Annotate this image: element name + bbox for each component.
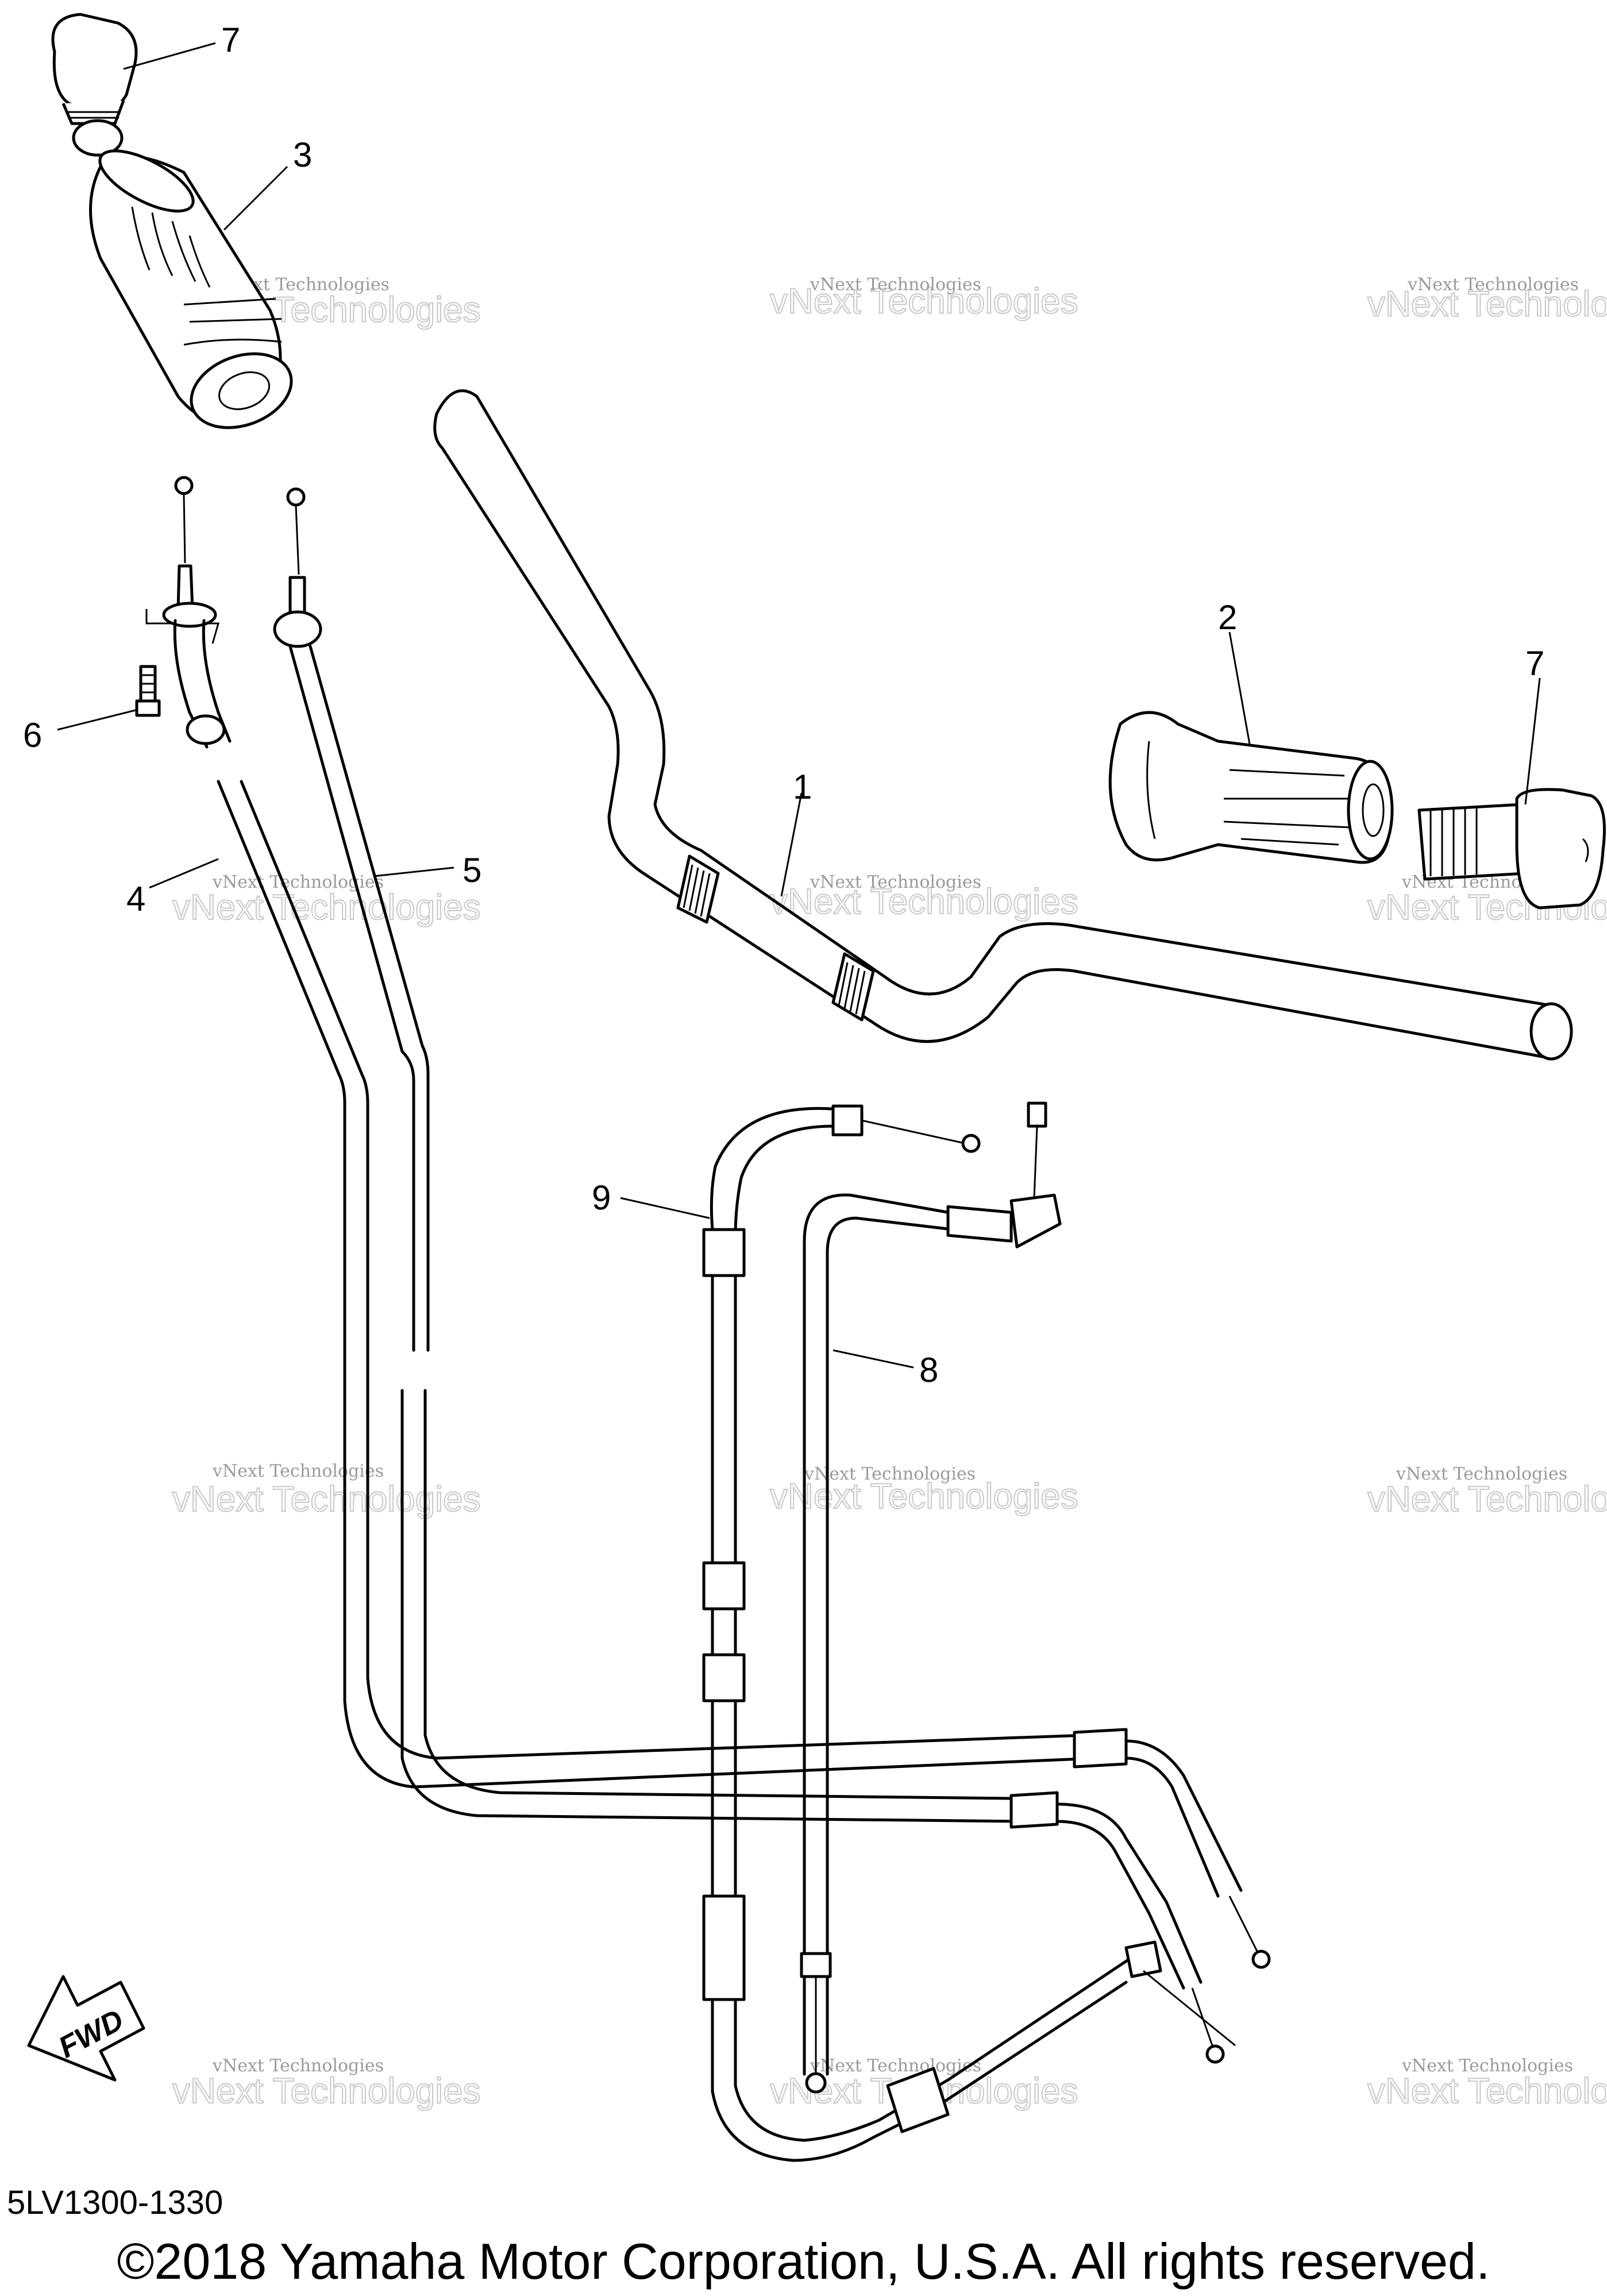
svg-text:7: 7 xyxy=(221,21,240,59)
cable-8[interactable] xyxy=(800,1101,1062,2094)
svg-text:vNext Technologies: vNext Technologies xyxy=(172,888,481,927)
callout-1: 1 xyxy=(780,768,812,897)
grip-end-weight-left[interactable] xyxy=(51,13,138,157)
svg-text:vNext Technologies: vNext Technologies xyxy=(810,872,981,892)
svg-text:vNext Technologies: vNext Technologies xyxy=(172,2071,481,2111)
svg-text:vNext Technologies: vNext Technologies xyxy=(770,882,1078,922)
handlebar[interactable] xyxy=(433,389,1573,1061)
svg-text:vNext Technologies: vNext Technologies xyxy=(1367,284,1607,324)
callout-6: 6 xyxy=(23,708,138,754)
svg-text:5: 5 xyxy=(463,851,481,889)
handlebar-knurl-band xyxy=(676,854,720,924)
throttle-grip[interactable] xyxy=(89,139,302,441)
svg-text:4: 4 xyxy=(126,880,145,918)
svg-text:3: 3 xyxy=(293,136,312,174)
svg-text:vNext Technologies: vNext Technologies xyxy=(1367,2071,1607,2111)
callout-3: 3 xyxy=(223,136,312,231)
callout-2: 2 xyxy=(1218,598,1251,745)
callout-5: 5 xyxy=(373,851,481,889)
svg-text:1: 1 xyxy=(793,768,812,806)
watermark: vNext Technologies vNext Technologies xyxy=(1367,275,1607,325)
svg-text:vNext Technologies: vNext Technologies xyxy=(1367,1480,1607,1519)
fwd-arrow: FWD xyxy=(27,1975,145,2082)
reference-code: 5LV1300-1330 xyxy=(7,2184,223,2221)
watermark: vNext Technologies vNext Technologies xyxy=(769,872,1079,922)
watermark: vNext Technologies vNext Technologies xyxy=(769,275,1079,322)
svg-text:7: 7 xyxy=(1525,644,1544,683)
clutch-cable[interactable] xyxy=(702,1104,1236,2162)
right-grip[interactable] xyxy=(1108,711,1394,864)
svg-text:vNext Technologies: vNext Technologies xyxy=(810,2056,981,2076)
callout-9: 9 xyxy=(592,1178,710,1219)
watermark: vNext Technologies vNext Technologies xyxy=(172,2056,481,2112)
svg-text:vNext Technologies: vNext Technologies xyxy=(212,2056,384,2076)
svg-text:2: 2 xyxy=(1218,598,1237,637)
svg-text:vNext Technologies: vNext Technologies xyxy=(1407,275,1579,295)
throttle-cable-pull[interactable] xyxy=(162,476,1271,1969)
watermark-layer: vNext Technologies vNext Technologies vN… xyxy=(172,275,1607,2112)
callout-7-left: 7 xyxy=(123,21,240,70)
watermark: vNext Technologies vNext Technologies xyxy=(1367,1464,1607,1520)
handlebar-knurl-band xyxy=(831,952,875,1022)
watermark: vNext Technologies vNext Technologies xyxy=(172,872,481,928)
svg-text:vNext Technologies: vNext Technologies xyxy=(770,1477,1078,1516)
svg-text:vNext Technologies: vNext Technologies xyxy=(804,1464,976,1484)
svg-text:vNext Technologies: vNext Technologies xyxy=(1401,2056,1573,2076)
svg-text:vNext Technologies: vNext Technologies xyxy=(212,1461,384,1481)
svg-text:vNext Technologies: vNext Technologies xyxy=(1396,1464,1567,1484)
svg-text:vNext Technologies: vNext Technologies xyxy=(810,275,981,295)
watermark: vNext Technologies vNext Technologies xyxy=(172,1461,481,1520)
watermark: vNext Technologies vNext Technologies xyxy=(1367,2056,1607,2112)
svg-text:9: 9 xyxy=(592,1178,611,1217)
callout-7-right: 7 xyxy=(1524,644,1544,805)
svg-text:vNext Technologies: vNext Technologies xyxy=(770,282,1078,321)
callout-8: 8 xyxy=(833,1349,938,1389)
grip-end-weight-right[interactable] xyxy=(1417,788,1606,910)
watermark: vNext Technologies vNext Technologies xyxy=(769,1464,1079,1517)
svg-text:8: 8 xyxy=(919,1351,938,1389)
svg-text:vNext Technologies: vNext Technologies xyxy=(172,1480,481,1519)
callout-4: 4 xyxy=(126,858,219,918)
copyright-notice: ©2018 Yamaha Motor Corporation, U.S.A. A… xyxy=(117,2233,1490,2290)
svg-text:6: 6 xyxy=(23,716,42,754)
throttle-cable-return[interactable] xyxy=(273,487,1225,2064)
